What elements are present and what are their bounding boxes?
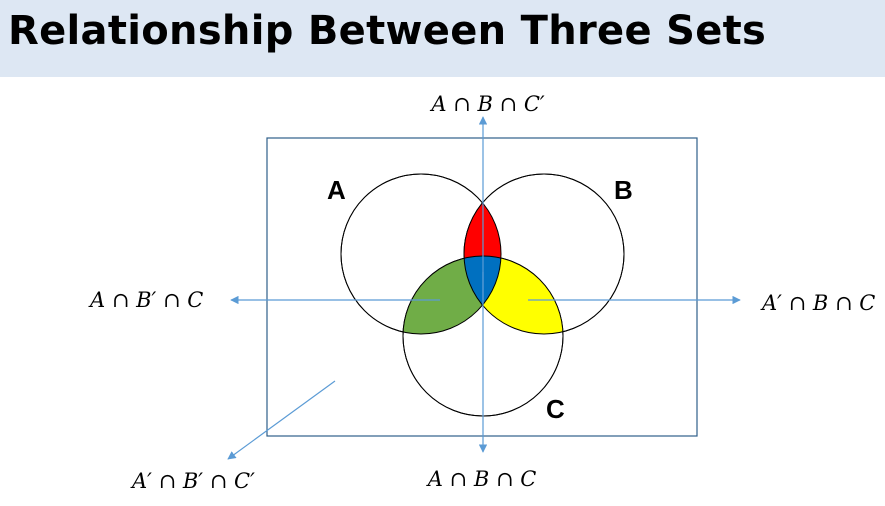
title-bar: Relationship Between Three Sets (0, 0, 885, 77)
label-right: A′ ∩ B ∩ C (760, 291, 875, 315)
region-b-and-c (464, 256, 563, 334)
label-top: A ∩ B ∩ C′ (429, 92, 545, 116)
set-label-c: C (546, 394, 565, 424)
circle-a-outline (340, 173, 502, 335)
set-label-a: A (327, 175, 346, 205)
label-outside: A′ ∩ B′ ∩ C′ (130, 469, 255, 493)
page-title: Relationship Between Three Sets (8, 8, 767, 54)
label-bottom: A ∩ B ∩ C (426, 467, 537, 491)
circle-b-outline (463, 173, 625, 335)
label-left: A ∩ B′ ∩ C (88, 288, 203, 312)
region-b-and-c-fill (464, 256, 563, 334)
arrow-outside (227, 380, 336, 460)
set-label-b: B (614, 175, 633, 205)
region-a-and-c (403, 256, 501, 334)
region-a-and-c-fill (403, 256, 501, 334)
universal-set-box (266, 137, 698, 437)
